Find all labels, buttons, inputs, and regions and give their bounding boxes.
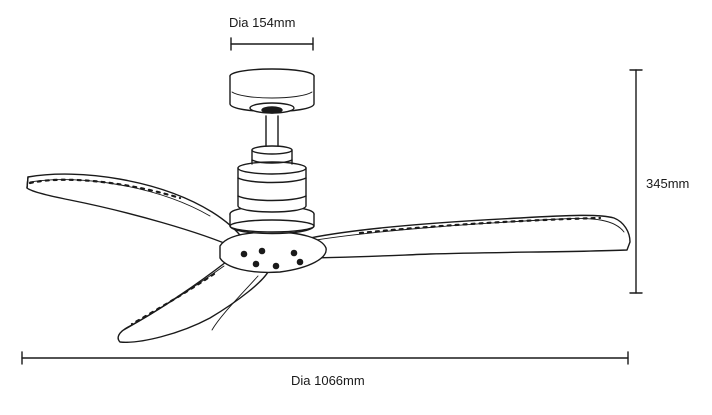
downrod: [265, 115, 279, 147]
span-dimension-line: [21, 351, 629, 365]
height-dimension-line: [629, 69, 643, 294]
blade-front: [117, 261, 269, 343]
hub: [219, 231, 327, 274]
height-label: 345mm: [646, 176, 690, 191]
blade-left: [26, 173, 245, 249]
blade-span-label: Dia 1066mm: [291, 373, 365, 388]
canopy-dimension-line: [230, 37, 314, 51]
motor-housing: [229, 145, 315, 235]
canopy-diameter-label: Dia 154mm: [229, 15, 296, 30]
blade-right: [299, 214, 631, 259]
canopy: [229, 68, 315, 114]
